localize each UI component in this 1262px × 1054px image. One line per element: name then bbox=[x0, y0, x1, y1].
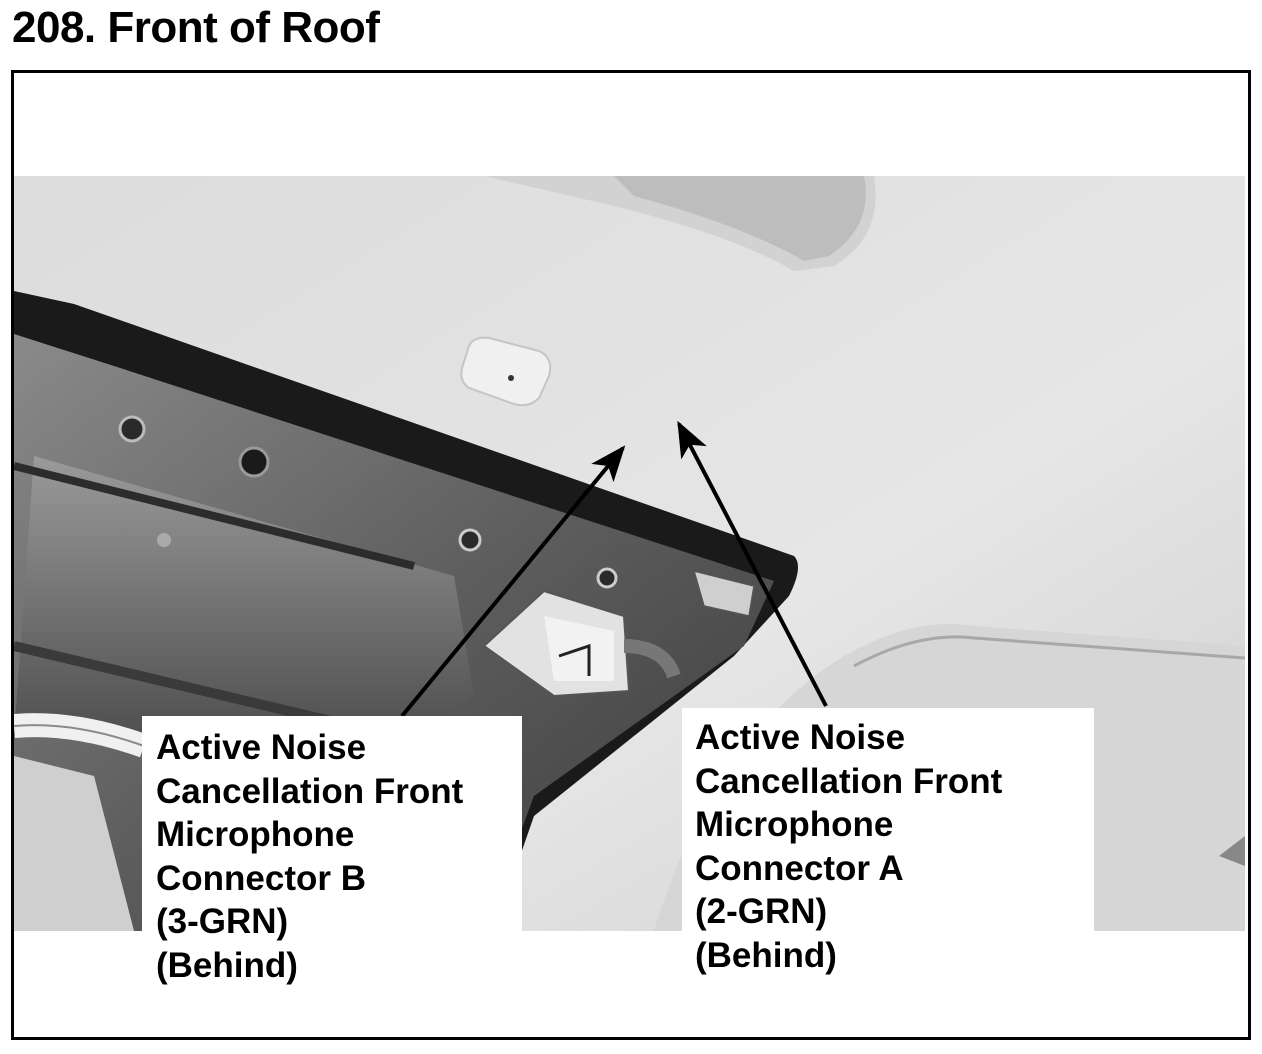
callout-line: Connector A bbox=[695, 848, 904, 888]
callout-line: Microphone bbox=[156, 815, 355, 854]
callout-line: (3-GRN) bbox=[156, 902, 289, 941]
callout-line: Cancellation Front bbox=[695, 761, 1003, 801]
callout-line: Active Noise bbox=[156, 728, 367, 767]
callout-line: (Behind) bbox=[156, 945, 298, 985]
callout-line: Connector B bbox=[156, 858, 366, 898]
callout-line: Microphone bbox=[695, 805, 894, 844]
callout-connector-a: Active Noise Cancellation Front Micropho… bbox=[682, 708, 1094, 980]
callout-line: (2-GRN) bbox=[695, 892, 828, 931]
callout-line: Active Noise bbox=[695, 718, 906, 757]
callout-line: (Behind) bbox=[695, 935, 837, 975]
callout-line: Cancellation Front bbox=[156, 771, 464, 811]
callout-connector-b: Active Noise Cancellation Front Micropho… bbox=[142, 716, 522, 986]
page-title: 208. Front of Roof bbox=[12, 3, 380, 52]
